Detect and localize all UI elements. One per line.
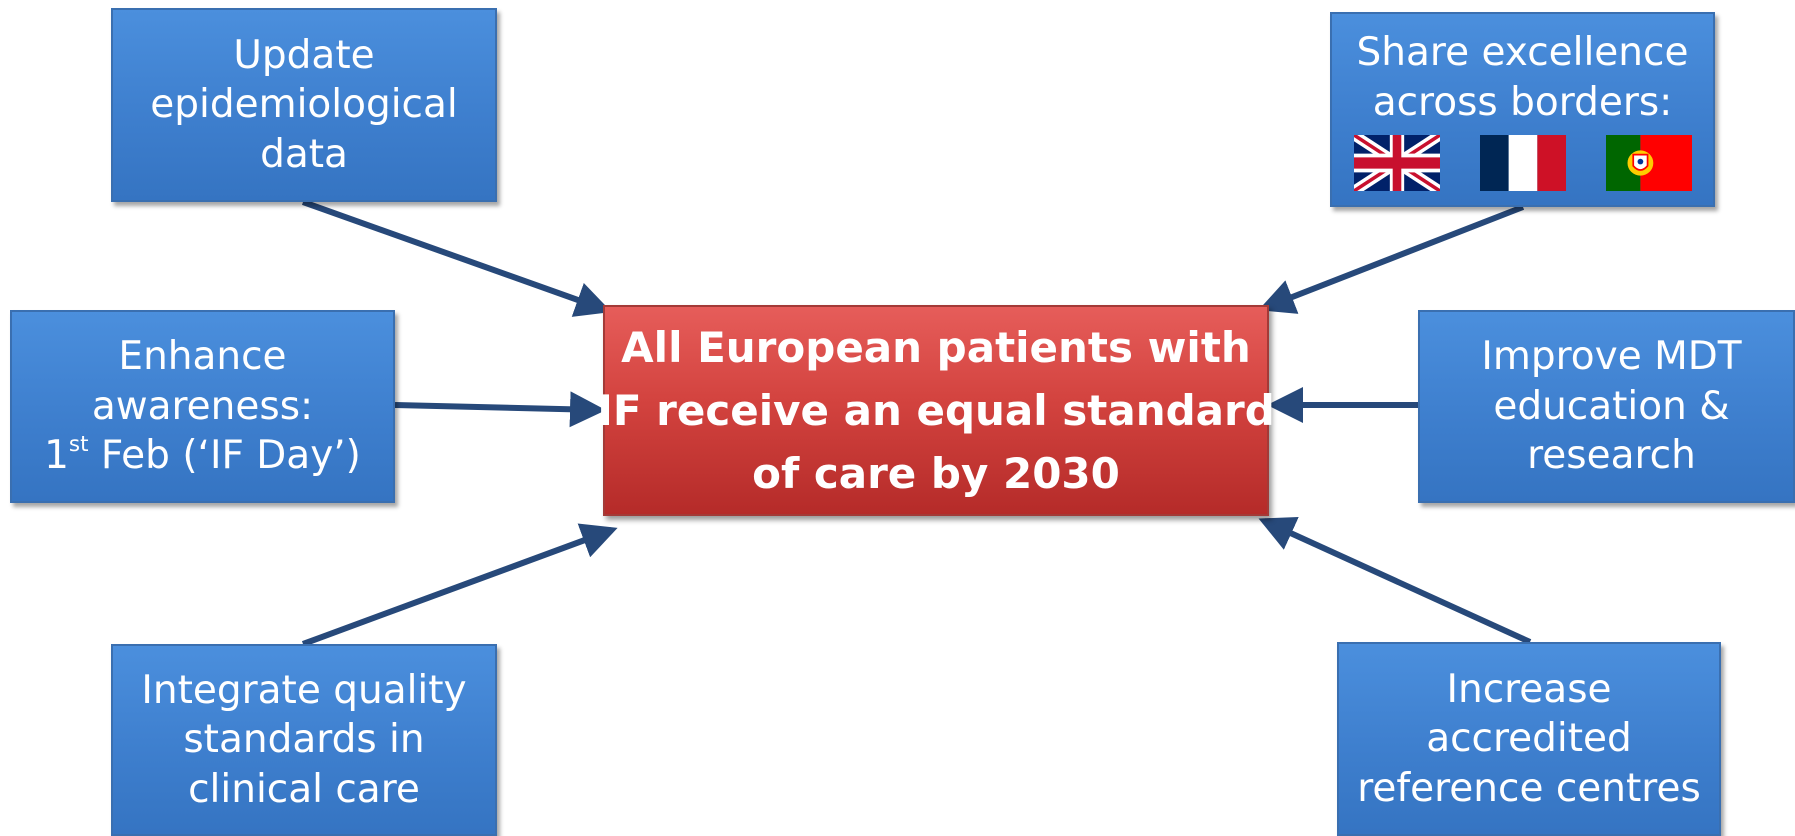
- central-goal-line-1: All European patients with: [621, 323, 1251, 372]
- reference-centres-box: Increase accredited reference centres: [1337, 642, 1721, 836]
- update-data-line-2: epidemiological: [150, 82, 458, 128]
- arrow-update-data: [301, 199, 612, 317]
- update-data-line-3: data: [260, 131, 348, 177]
- mdt-education-line-3: research: [1527, 433, 1696, 479]
- share-excellence-line-2: across borders:: [1372, 79, 1673, 125]
- awareness-date: 1st Feb (‘IF Day’): [44, 431, 361, 481]
- awareness-line-2: awareness:: [91, 383, 314, 429]
- arrow-reference-centres: [1258, 517, 1532, 645]
- quality-standards-line-3: clinical care: [188, 766, 420, 812]
- awareness-box: Enhance awareness: 1st Feb (‘IF Day’): [10, 310, 395, 503]
- portugal-flag-icon: [1605, 135, 1692, 192]
- reference-centres-line-2: accredited: [1426, 716, 1632, 762]
- country-flags: [1353, 135, 1692, 192]
- central-goal-line-3: of care by 2030: [752, 449, 1120, 498]
- share-excellence-box: Share excellence across borders:: [1330, 12, 1715, 207]
- arrow-awareness: [394, 391, 606, 428]
- mdt-education-line-2: education &: [1493, 383, 1730, 429]
- reference-centres-line-3: reference centres: [1357, 765, 1701, 811]
- central-goal-line-2: IF receive an equal standard: [597, 386, 1275, 435]
- uk-flag-icon: [1353, 135, 1440, 192]
- reference-centres-line-1: Increase: [1446, 666, 1612, 712]
- quality-standards-box: Integrate quality standards in clinical …: [111, 644, 497, 836]
- quality-standards-line-2: standards in: [183, 717, 425, 763]
- awareness-date-day: 1: [44, 433, 69, 479]
- update-data-line-1: Update: [233, 32, 375, 78]
- update-data-box: Update epidemiological data: [111, 8, 497, 202]
- awareness-line-1: Enhance: [118, 334, 287, 380]
- france-flag-icon: [1479, 135, 1566, 192]
- share-excellence-line-1: Share excellence: [1356, 30, 1689, 75]
- mdt-education-line-1: Improve MDT: [1481, 334, 1742, 380]
- awareness-date-rest: Feb (‘IF Day’): [88, 433, 361, 479]
- central-goal-box: All European patients with IF receive an…: [597, 305, 1275, 516]
- awareness-date-suffix: st: [68, 432, 89, 458]
- arrow-share-excellence: [1258, 204, 1525, 314]
- quality-standards-line-1: Integrate quality: [141, 667, 467, 713]
- mdt-education-box: Improve MDT education & research: [1418, 310, 1795, 503]
- arrow-quality-standards: [301, 523, 618, 647]
